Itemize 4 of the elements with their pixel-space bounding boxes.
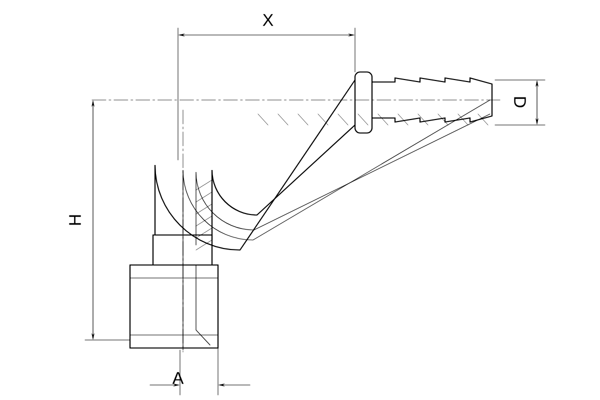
dimension-label: X [262,14,274,26]
dimension-label: D [514,97,526,108]
dimension-label: A [172,372,184,384]
dimension-label: H [69,215,81,225]
